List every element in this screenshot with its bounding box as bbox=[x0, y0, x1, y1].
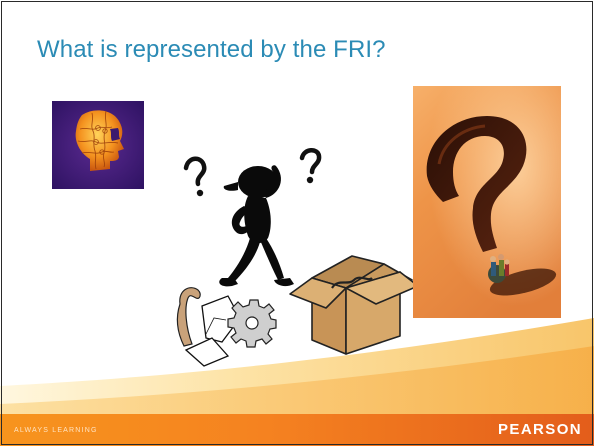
footer-tagline: ALWAYS LEARNING bbox=[14, 427, 98, 434]
gear-icon bbox=[227, 299, 277, 348]
question-mark-photo bbox=[413, 86, 561, 318]
slide-title: What is represented by the FRI? bbox=[37, 36, 386, 63]
puzzle-head-image bbox=[52, 101, 144, 189]
pearson-logo: PEARSON bbox=[498, 421, 582, 438]
question-mark-icon bbox=[183, 156, 207, 187]
footer-band bbox=[0, 414, 594, 446]
confused-figure-clipart bbox=[176, 148, 419, 367]
